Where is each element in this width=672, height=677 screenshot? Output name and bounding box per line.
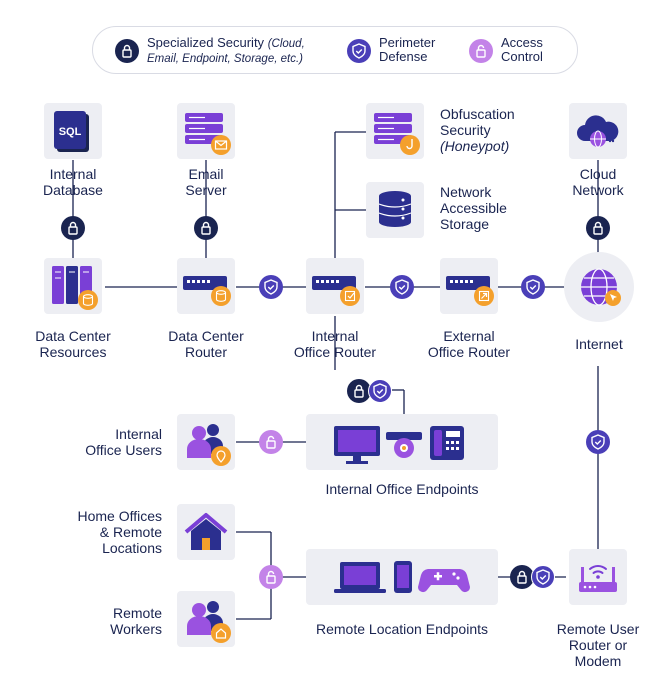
globe-icon [581,268,621,306]
shield-badge-icon [368,379,392,403]
remote-endpoints-tile [306,549,498,605]
remote-endpoints-label: Remote Location Endpoints [316,621,488,637]
remote-workers-tile [177,591,235,647]
router-icon [312,276,360,306]
legend: Specialized Security (Cloud, Email, Endp… [92,26,578,74]
internal-endpoints-label: Internal Office Endpoints [325,481,479,497]
legend-perimeter-line1: Perimeter [379,35,436,50]
laptop-icon [334,562,386,593]
internet-label: Internet [575,336,623,352]
camera-icon [386,432,422,458]
phone-icon [430,426,464,460]
lock-badge-icon [510,565,534,589]
router-icon [183,276,231,306]
dc-resources-tile [44,258,102,314]
monitor-icon [334,426,380,464]
legend-access-line2: Control [501,49,543,64]
external-router-tile [440,258,498,314]
internet-node [564,252,634,322]
cloud-icon [577,115,619,148]
shield-badge-icon [347,39,371,63]
svg-text:SQL: SQL [59,126,82,138]
shield-badge-icon [390,275,414,299]
shield-badge-icon [531,565,555,589]
home-offices-tile [177,504,235,560]
users-icon [187,601,231,643]
house-icon [184,513,228,550]
connector-elbow [392,389,404,391]
lock-badge-icon [347,379,371,403]
remote-router-tile [569,549,627,605]
smartphone-icon [394,561,412,593]
remote-endpoint-icons [334,561,470,593]
internal-users-tile [177,414,235,470]
honeypot-server-icon [374,113,420,155]
access-badge-icon [469,39,493,63]
email-server-tile [177,103,235,159]
legend-access-line1: Access [501,35,543,50]
access-badge-icon [259,565,283,589]
gamepad-icon [418,569,470,592]
lock-badge-icon [194,216,218,240]
shield-badge-icon [259,275,283,299]
storage-icon [378,191,412,227]
lock-badge-icon [61,216,85,240]
internal-endpoints-tile [306,414,498,470]
router-icon [446,276,494,306]
internal-router-tile [306,258,364,314]
cloud-network-tile [569,103,627,159]
wifi-router-icon [579,565,617,592]
internal-endpoint-icons [334,426,464,464]
sql-database-icon: SQL [54,111,89,152]
lock-badge-icon [586,216,610,240]
users-icon [187,424,231,466]
access-badge-icon [259,430,283,454]
nas-tile [366,182,424,238]
dc-router-tile [177,258,235,314]
internal-database-tile: SQL [44,103,102,159]
lock-badge-icon [115,39,139,63]
legend-perimeter-line2: Defense [379,49,428,64]
email-server-icon [185,113,231,155]
shield-badge-icon [586,430,610,454]
legend-specialized-line2: Email, Endpoint, Storage, etc.) [147,53,303,65]
legend-specialized-line1: Specialized Security (Cloud, [147,35,305,51]
obfuscation-tile [366,103,424,159]
server-rack-icon [52,266,98,310]
shield-badge-icon [521,275,545,299]
